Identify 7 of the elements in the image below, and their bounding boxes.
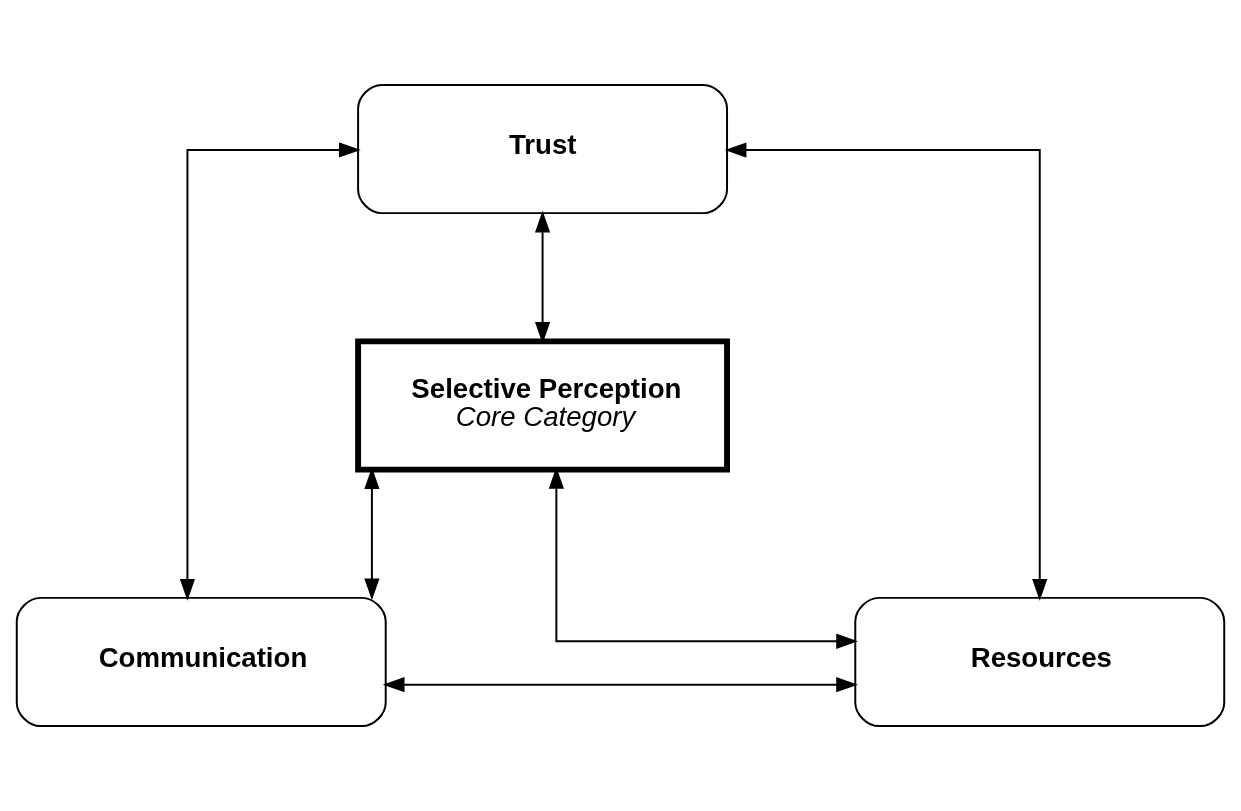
node-box: Selective Perception Core Category bbox=[355, 338, 730, 473]
node-box: Trust bbox=[357, 83, 729, 215]
node-box: Communication bbox=[15, 596, 387, 728]
arrow bbox=[179, 142, 361, 601]
arrow bbox=[724, 142, 1048, 601]
node-box: Resources bbox=[854, 596, 1226, 728]
arrow bbox=[382, 677, 858, 693]
